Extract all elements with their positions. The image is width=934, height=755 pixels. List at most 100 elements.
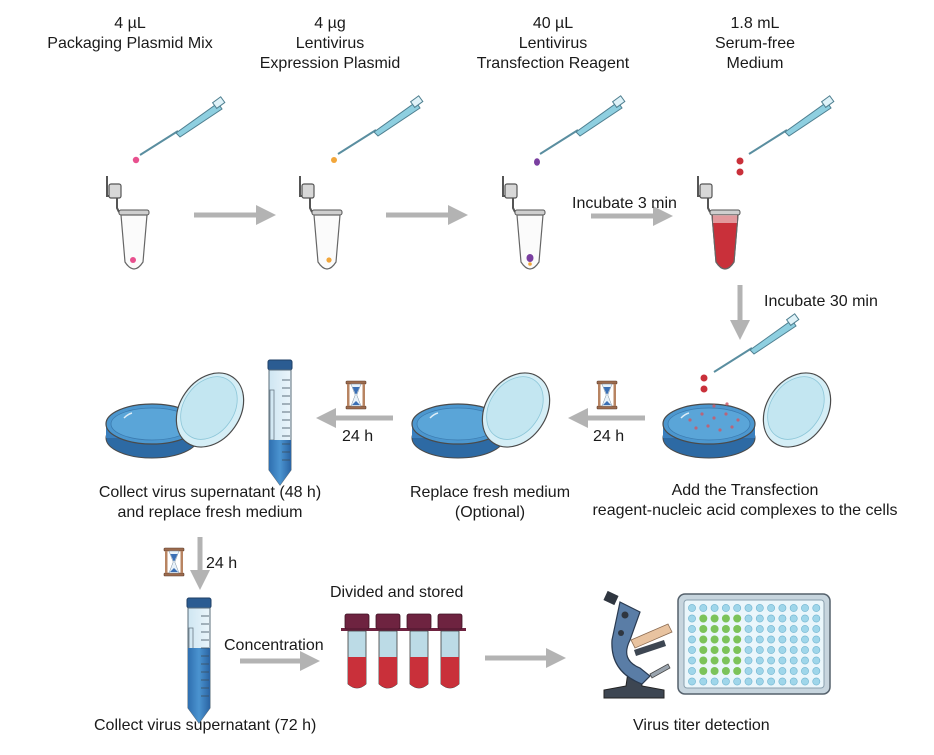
step-collect-48h: Collect virus supernatant (48 h) and rep… — [80, 483, 340, 523]
well-negative — [755, 677, 764, 686]
well-positive — [733, 656, 742, 665]
well-negative — [789, 614, 798, 623]
well-negative — [789, 625, 798, 633]
well-negative — [801, 604, 809, 612]
hourglass-icon — [345, 380, 367, 410]
well-positive — [721, 614, 730, 623]
well-negative — [812, 656, 821, 665]
well-negative — [688, 646, 696, 654]
well-negative — [767, 656, 775, 665]
reagent-label-1: 4 µL Packaging Plasmid Mix — [40, 14, 220, 54]
concentration-label: Concentration — [224, 637, 324, 654]
well-negative — [778, 625, 787, 633]
well-negative — [755, 646, 764, 654]
well-negative — [755, 604, 764, 612]
well-negative — [688, 635, 696, 644]
falcon-tube-48h — [267, 359, 293, 486]
well-negative — [722, 677, 730, 686]
reagent-name: Packaging Plasmid Mix — [47, 35, 213, 52]
incubate-30min-label: Incubate 30 min — [764, 293, 878, 310]
reagent-name-2: Expression Plasmid — [259, 55, 401, 72]
well-negative — [733, 677, 742, 686]
well-negative — [801, 614, 809, 623]
well-positive — [710, 646, 719, 654]
well-negative — [722, 604, 730, 612]
well-negative — [801, 667, 809, 675]
well-negative — [801, 625, 809, 633]
well-negative — [755, 614, 764, 623]
reagent-name: Lentivirus — [518, 35, 588, 52]
well-negative — [789, 604, 798, 612]
cryotube — [434, 613, 466, 689]
hourglass-icon — [596, 380, 618, 410]
well-negative — [744, 635, 753, 644]
well-negative — [755, 635, 764, 644]
droplet-pink — [130, 257, 136, 263]
reagent-name-2: Transfection Reagent — [476, 55, 630, 72]
reagent-name-2: Medium — [726, 55, 784, 72]
droplet-red-1 — [736, 157, 744, 165]
well-negative — [812, 614, 821, 623]
well-positive — [710, 635, 719, 644]
well-positive — [733, 614, 742, 623]
well-negative — [778, 656, 787, 665]
well-positive — [699, 635, 708, 644]
droplet-red-4 — [700, 385, 708, 393]
dish-replace-medium — [411, 359, 565, 461]
droplet-red-2 — [736, 168, 744, 176]
well-negative — [744, 656, 753, 665]
step-text-2: (Optional) — [454, 504, 526, 521]
well-negative — [812, 604, 821, 612]
well-negative — [755, 667, 764, 675]
well-negative — [812, 635, 821, 644]
cryotube-group — [341, 613, 466, 689]
well-negative — [688, 604, 696, 612]
wait-24h-label-3: 24 h — [206, 555, 238, 572]
well-negative — [767, 614, 775, 623]
well-negative — [733, 604, 742, 612]
well-negative — [812, 677, 821, 686]
well-negative — [767, 635, 775, 644]
well-negative — [688, 625, 696, 633]
well-negative — [789, 667, 798, 675]
reagent-name: Serum-free — [714, 35, 796, 52]
pipette-step-1 — [139, 95, 226, 156]
step-text: Replace fresh medium — [409, 484, 571, 501]
well-negative — [801, 677, 809, 686]
well-negative — [767, 604, 775, 612]
falcon-tube-72h — [186, 597, 212, 724]
well-positive — [721, 667, 730, 675]
well-negative — [801, 646, 809, 654]
reagent-label-3: 40 µL Lentivirus Transfection Reagent — [458, 14, 648, 74]
step-replace-medium: Replace fresh medium (Optional) — [390, 483, 590, 523]
droplet-pink-falling — [132, 156, 140, 164]
step-text: Collect virus supernatant (48 h) — [98, 484, 322, 501]
well-positive — [699, 646, 708, 654]
hourglass-icon — [163, 547, 185, 577]
well-negative — [789, 677, 798, 686]
well-negative — [710, 604, 719, 612]
wait-24h-label-2: 24 h — [342, 428, 374, 445]
droplet-orange — [326, 257, 332, 263]
pipette-step-2 — [337, 94, 424, 155]
well-negative — [767, 625, 775, 633]
well-negative — [744, 625, 753, 633]
well-negative — [778, 635, 787, 644]
well-negative — [767, 667, 775, 675]
droplet-red-3 — [700, 374, 708, 382]
well-negative — [789, 646, 798, 654]
well-negative — [755, 625, 764, 633]
well-negative — [688, 656, 696, 665]
well-negative — [801, 656, 809, 665]
well-negative — [801, 635, 809, 644]
tube-step-1 — [106, 175, 150, 270]
well-negative — [744, 614, 753, 623]
well-negative — [688, 614, 696, 623]
reagent-name: Lentivirus — [295, 35, 365, 52]
tube-step-4 — [697, 175, 741, 270]
well-positive — [710, 656, 719, 665]
well-negative — [744, 604, 753, 612]
dish-transfection — [662, 359, 846, 461]
well-negative — [710, 677, 719, 686]
well-positive — [721, 656, 730, 665]
